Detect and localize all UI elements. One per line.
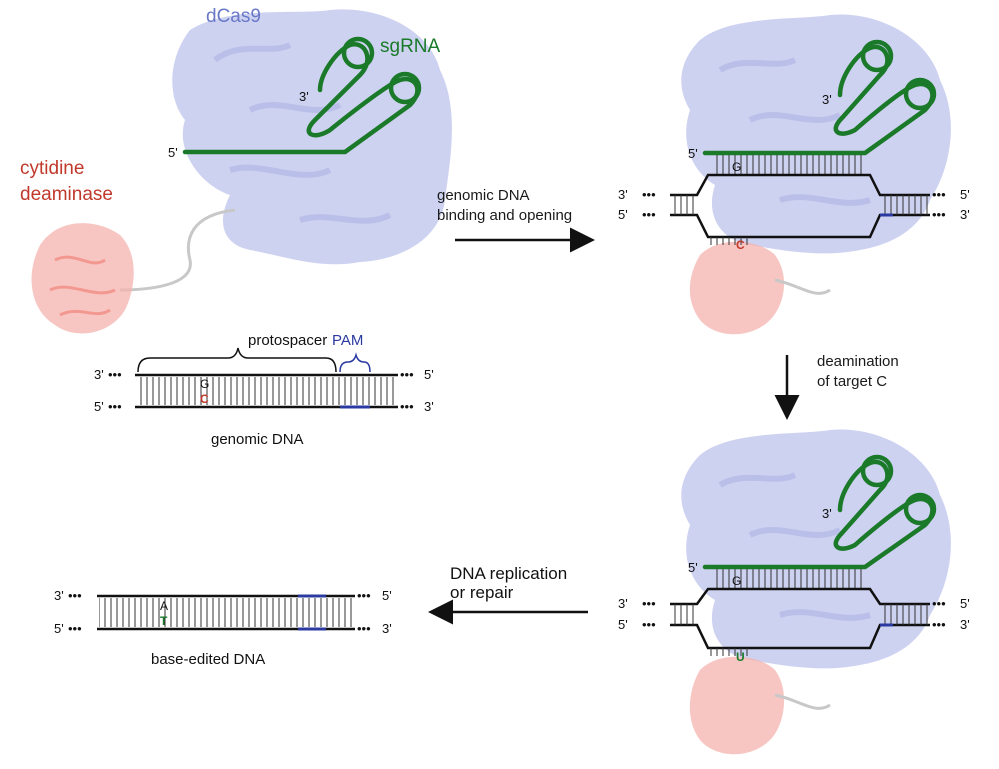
dna-3prime-left: 3' [618,187,628,202]
svg-text:•••: ••• [932,207,946,222]
deamination-label-line1: deamination [817,353,899,370]
sgrna-strand-deaminated [702,459,935,570]
svg-text:•••: ••• [642,187,656,202]
dna-3prime-right: 3' [960,207,970,222]
svg-text:•••: ••• [642,207,656,222]
svg-text:•••: ••• [357,621,371,636]
sgrna-strand-bound [702,44,935,156]
pam-label: PAM [332,332,363,349]
edited-base-a: A [160,599,168,613]
genomic-dna-label: genomic DNA [211,431,304,448]
step-replication: DNA replication or repair [428,564,588,625]
binding-label-line2: binding and opening [437,207,572,224]
sgrna-strand [182,42,420,155]
replication-label-line2: or repair [450,583,514,602]
dna2-5prime-right: 5' [960,596,970,611]
sgrna-label: sgRNA [380,36,441,57]
dcas9-label: dCas9 [206,6,261,27]
genomic-3prime-right: 3' [424,399,434,414]
svg-text:•••: ••• [68,621,82,636]
binding-label-line1: genomic DNA [437,187,530,204]
cytidine-label-line2: deaminase [20,184,113,205]
base-u-deaminated: U [736,650,745,664]
genomic-base-c: C [200,392,209,406]
sgrna-3prime-deaminated: 3' [822,506,832,521]
dcas9-complex-deaminated: 3' 5' G U 3' 5' ••• ••• ••• ••• 5' 3' [618,429,970,755]
cytidine-deaminase-bound [689,241,785,335]
edited-base-t: T [160,614,168,628]
svg-text:•••: ••• [400,367,414,382]
edited-3prime-right: 3' [382,621,392,636]
svg-text:•••: ••• [357,588,371,603]
step-binding: genomic DNA binding and opening [437,187,595,253]
base-g-bound: G [732,160,741,174]
cytidine-deaminase-protein [31,223,134,334]
svg-text:•••: ••• [642,617,656,632]
svg-text:•••: ••• [400,399,414,414]
dcas9-complex-initial: dCas9 sgRNA 3' 5' cytidine deaminase [20,6,452,334]
dna-5prime-left: 5' [618,207,628,222]
protospacer-label: protospacer [248,332,327,349]
dcas9-protein-bound [681,14,951,254]
sgrna-5prime-deaminated: 5' [688,560,698,575]
svg-text:•••: ••• [932,187,946,202]
svg-text:•••: ••• [932,617,946,632]
deamination-label-line2: of target C [817,373,887,390]
genomic-dna-schematic: protospacer PAM G C 3' 5' ••• ••• ••• ••… [94,332,434,448]
base-c-bound: C [736,238,745,252]
genomic-5prime-right: 5' [424,367,434,382]
sgrna-3prime-bound: 3' [822,92,832,107]
step-deamination: deamination of target C [774,353,899,420]
sgrna-3prime-label: 3' [299,89,309,104]
dna-5prime-right: 5' [960,187,970,202]
svg-text:•••: ••• [68,588,82,603]
sgrna-5prime-bound: 5' [688,146,698,161]
dcas9-complex-bound: 3' 5' G C 3' 5' ••• ••• ••• ••• 5' 3' [618,14,970,335]
dcas9-protein-deaminated [681,429,951,669]
dna2-5prime-left: 5' [618,617,628,632]
edited-5prime-left: 5' [54,621,64,636]
deaminase-linker [119,208,236,292]
svg-text:•••: ••• [108,367,122,382]
svg-text:•••: ••• [932,596,946,611]
sgrna-5prime-label: 5' [168,145,178,160]
dna2-3prime-right: 3' [960,617,970,632]
base-edited-dna-label: base-edited DNA [151,651,265,668]
cytidine-label-line1: cytidine [20,158,84,179]
cytidine-deaminase-deaminated [689,656,785,755]
replication-label-line1: DNA replication [450,564,567,583]
edited-3prime-left: 3' [54,588,64,603]
base-g-deaminated: G [732,574,741,588]
genomic-base-g: G [200,377,209,391]
base-edited-dna-schematic: A T 3' 5' ••• ••• ••• ••• 5' 3' base-edi… [54,588,392,668]
svg-text:•••: ••• [642,596,656,611]
dna2-3prime-left: 3' [618,596,628,611]
genomic-5prime-left: 5' [94,399,104,414]
edited-5prime-right: 5' [382,588,392,603]
genomic-3prime-left: 3' [94,367,104,382]
svg-text:•••: ••• [108,399,122,414]
